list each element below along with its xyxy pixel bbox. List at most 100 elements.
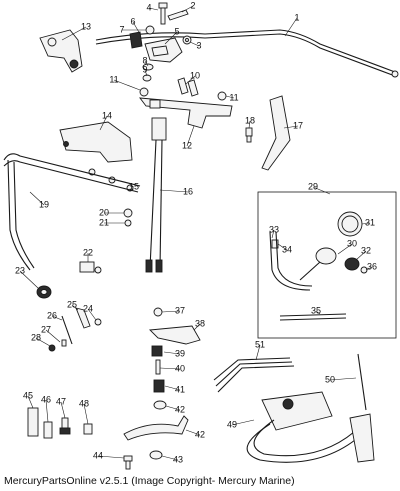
- callout-label-22[interactable]: 22: [83, 247, 93, 257]
- part-34-wire-harness[interactable]: [269, 231, 313, 291]
- part-21-nut[interactable]: [124, 219, 132, 227]
- part-31-gauge[interactable]: [337, 211, 363, 237]
- part-42-washer-upper[interactable]: [153, 400, 167, 410]
- callout-label-50[interactable]: 50: [325, 374, 335, 384]
- callout-label-29[interactable]: 29: [308, 181, 318, 191]
- callout-label-30[interactable]: 30: [347, 238, 357, 248]
- callout-label-17[interactable]: 17: [293, 120, 303, 130]
- callout-label-10[interactable]: 10: [190, 70, 200, 80]
- part-44-screw[interactable]: [123, 455, 133, 470]
- part-30-gauge-sender[interactable]: [299, 247, 337, 281]
- callout-label-16[interactable]: 16: [183, 186, 193, 196]
- callout-label-11[interactable]: 11: [229, 92, 238, 102]
- callout-label-25[interactable]: 25: [67, 299, 77, 309]
- callout-label-11[interactable]: 11: [109, 74, 118, 84]
- callout-label-36[interactable]: 36: [367, 261, 377, 271]
- callout-label-9[interactable]: 9: [142, 64, 147, 74]
- callout-label-13[interactable]: 13: [81, 21, 91, 31]
- part-27-terminal[interactable]: [61, 339, 67, 347]
- callout-label-34[interactable]: 34: [282, 244, 292, 254]
- callout-label-26[interactable]: 26: [47, 310, 57, 320]
- callout-label-24[interactable]: 24: [83, 303, 93, 313]
- callout-label-23[interactable]: 23: [15, 265, 25, 275]
- part-17-bracket[interactable]: [261, 95, 291, 171]
- callout-label-51[interactable]: 51: [255, 339, 265, 349]
- part-41-spacer[interactable]: [153, 379, 165, 393]
- part-14-bracket-plate[interactable]: [59, 121, 133, 163]
- callout-label-35[interactable]: 35: [311, 305, 321, 315]
- callout-label-2[interactable]: 2: [190, 0, 195, 10]
- part-11-screw-right[interactable]: [217, 91, 227, 101]
- part-2-pin[interactable]: [167, 9, 189, 21]
- callout-label-37[interactable]: 37: [175, 305, 185, 315]
- callout-label-15[interactable]: 15: [129, 181, 139, 191]
- part-42-washer-lower[interactable]: [149, 450, 163, 460]
- part-24-screw[interactable]: [94, 318, 102, 326]
- part-19-cable[interactable]: [3, 153, 141, 271]
- part-38-bracket[interactable]: [149, 325, 201, 345]
- part-45-plug[interactable]: [27, 407, 39, 437]
- part-20-washer[interactable]: [123, 208, 133, 218]
- part-18-screw[interactable]: [245, 127, 253, 143]
- part-40-bolt[interactable]: [155, 359, 161, 375]
- callout-label-40[interactable]: 40: [175, 363, 185, 373]
- part-10-bolts[interactable]: [177, 77, 199, 97]
- callout-label-3[interactable]: 3: [196, 40, 201, 50]
- callout-label-46[interactable]: 46: [41, 394, 51, 404]
- callout-label-42[interactable]: 42: [195, 429, 205, 439]
- callout-label-42[interactable]: 42: [175, 404, 185, 414]
- part-36-screw[interactable]: [360, 266, 368, 274]
- callout-label-38[interactable]: 38: [195, 318, 205, 328]
- part-37-screw[interactable]: [153, 307, 163, 317]
- callout-label-44[interactable]: 44: [93, 450, 103, 460]
- callout-label-41[interactable]: 41: [175, 384, 185, 394]
- callout-label-33[interactable]: 33: [269, 224, 279, 234]
- callout-label-1[interactable]: 1: [294, 12, 299, 22]
- callout-label-21[interactable]: 21: [99, 217, 109, 227]
- callout-label-43[interactable]: 43: [173, 454, 183, 464]
- callout-label-20[interactable]: 20: [99, 207, 109, 217]
- part-9-nut[interactable]: [142, 74, 152, 82]
- part-39-spacer[interactable]: [151, 345, 163, 357]
- part-6-spring[interactable]: [129, 31, 143, 49]
- part-5-bracket[interactable]: [144, 37, 183, 63]
- callout-label-5[interactable]: 5: [174, 26, 179, 36]
- part-23-grommet[interactable]: [36, 285, 52, 299]
- part-3-washer[interactable]: [182, 35, 192, 45]
- callout-label-39[interactable]: 39: [175, 348, 185, 358]
- part-50-rod[interactable]: [357, 353, 367, 411]
- part-8-washer[interactable]: [142, 63, 154, 71]
- part-28-nut[interactable]: [48, 344, 56, 352]
- part-49-key-switch-harness[interactable]: [246, 391, 375, 463]
- part-22-clip[interactable]: [79, 261, 102, 274]
- part-32-cap[interactable]: [344, 257, 360, 271]
- part-12-main-bracket[interactable]: [139, 97, 233, 129]
- callout-label-48[interactable]: 48: [79, 398, 89, 408]
- callout-label-47[interactable]: 47: [56, 396, 66, 406]
- callout-label-28[interactable]: 28: [31, 332, 41, 342]
- callout-label-27[interactable]: 27: [41, 324, 51, 334]
- part-7-nut[interactable]: [145, 25, 155, 35]
- callout-label-45[interactable]: 45: [23, 390, 33, 400]
- part-47-fitting[interactable]: [59, 417, 71, 435]
- callout-label-19[interactable]: 19: [39, 199, 49, 209]
- callout-label-8[interactable]: 8: [142, 55, 147, 65]
- callout-label-32[interactable]: 32: [361, 245, 371, 255]
- part-51-wire-bundle[interactable]: [213, 357, 295, 393]
- part-35-wire-lead[interactable]: [279, 313, 347, 321]
- callout-label-7[interactable]: 7: [119, 24, 124, 34]
- part-1-throttle-rod[interactable]: [95, 29, 399, 78]
- part-43-lever[interactable]: [123, 415, 189, 441]
- part-11-screw-left[interactable]: [139, 87, 149, 97]
- part-13-cam-lever[interactable]: [39, 29, 83, 73]
- callout-label-31[interactable]: 31: [365, 217, 375, 227]
- part-46-cap[interactable]: [43, 421, 53, 439]
- part-26-wire-lead[interactable]: [61, 315, 73, 345]
- part-25-terminal[interactable]: [75, 307, 91, 329]
- part-15-screws[interactable]: [88, 168, 134, 192]
- part-16-harness[interactable]: [145, 117, 167, 273]
- callout-label-14[interactable]: 14: [102, 110, 112, 120]
- part-4-screw[interactable]: [158, 2, 168, 25]
- callout-label-18[interactable]: 18: [245, 115, 255, 125]
- callout-label-49[interactable]: 49: [227, 419, 237, 429]
